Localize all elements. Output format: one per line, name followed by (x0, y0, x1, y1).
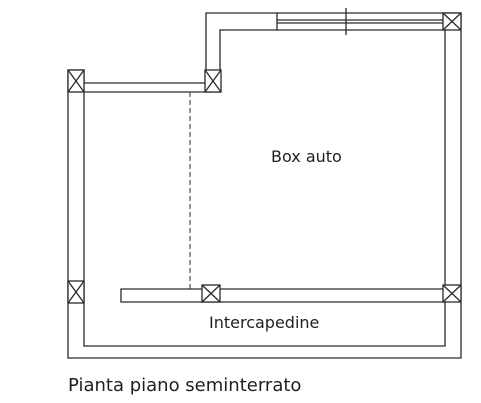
column (442, 12, 462, 31)
column (201, 284, 221, 303)
column (442, 284, 462, 303)
column (204, 69, 222, 93)
column (67, 280, 85, 304)
outer-wall-outer-line (67, 12, 462, 359)
plan-caption: Pianta piano seminterrato (68, 375, 302, 396)
column (67, 69, 85, 93)
room-label-box-auto: Box auto (271, 147, 342, 166)
room-label-intercapedine: Intercapedine (209, 313, 320, 332)
internal-wall (120, 288, 446, 303)
outer-wall-inner-line (83, 29, 446, 347)
